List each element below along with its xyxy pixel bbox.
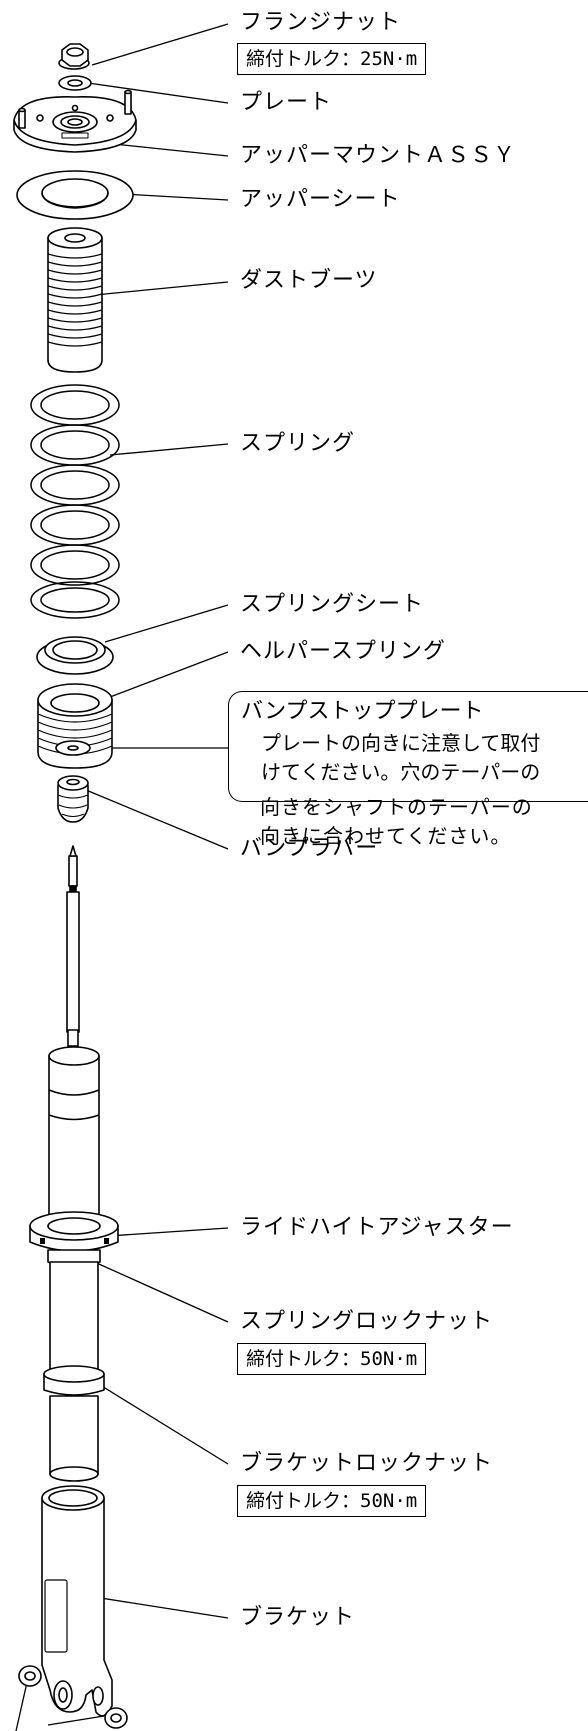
bracket-lock-nut-torque: 締付トルク：50N·m <box>237 1485 427 1517</box>
dust-boot-label: ダストブーツ <box>240 268 378 293</box>
upper-seat-part <box>16 170 134 220</box>
flange-nut-torque: 締付トルク：25N·m <box>237 43 427 75</box>
flange-nut-label: フランジナット <box>240 10 402 35</box>
bump-rubber-part <box>57 775 89 823</box>
dust-boot-part <box>47 227 103 373</box>
spring-part <box>30 384 120 619</box>
plate-label: プレート <box>240 90 333 115</box>
washers-part <box>18 1665 128 1729</box>
bump-stop-plate-title: バンプストッププレート <box>241 699 484 724</box>
callout-line-2: けてください。穴のテーパーの <box>261 760 541 784</box>
shock-absorber-part <box>29 845 119 1482</box>
plate-part <box>58 75 92 91</box>
bump-rubber-label: バンプラバー <box>240 836 379 861</box>
flange-nut-part <box>58 43 90 70</box>
callout-line-3: 向きをシャフトのテーパーの <box>260 795 533 819</box>
bump-stop-plate-part <box>55 740 91 756</box>
spring-seat-label: スプリングシート <box>240 592 425 617</box>
bracket-lock-nut-label: ブラケットロックナット <box>240 1451 494 1476</box>
helper-spring-label: ヘルパースプリング <box>240 639 446 664</box>
bracket-label: ブラケット <box>240 1605 356 1630</box>
callout-line-1: プレートの向きに注意して取付 <box>261 731 541 755</box>
bracket-part <box>41 1485 113 1717</box>
bump-stop-plate-callout: バンプストッププレート プレートの向きに注意して取付 けてください。穴のテーパー… <box>228 691 588 802</box>
spring-lock-nut-torque: 締付トルク：50N·m <box>237 1343 427 1375</box>
spring-label: スプリング <box>240 431 356 456</box>
ride-height-adjuster-label: ライドハイトアジャスター <box>240 1215 514 1240</box>
leader-lines <box>15 23 240 1731</box>
upper-mount-label: アッパーマウントＡＳＳＹ <box>240 143 517 168</box>
upper-mount-part <box>13 89 137 153</box>
upper-seat-label: アッパーシート <box>240 187 401 212</box>
spring-lock-nut-label: スプリングロックナット <box>240 1309 494 1334</box>
spring-seat-part <box>36 636 114 675</box>
callout-line-4: 向きに合わせてください。 <box>260 824 512 848</box>
